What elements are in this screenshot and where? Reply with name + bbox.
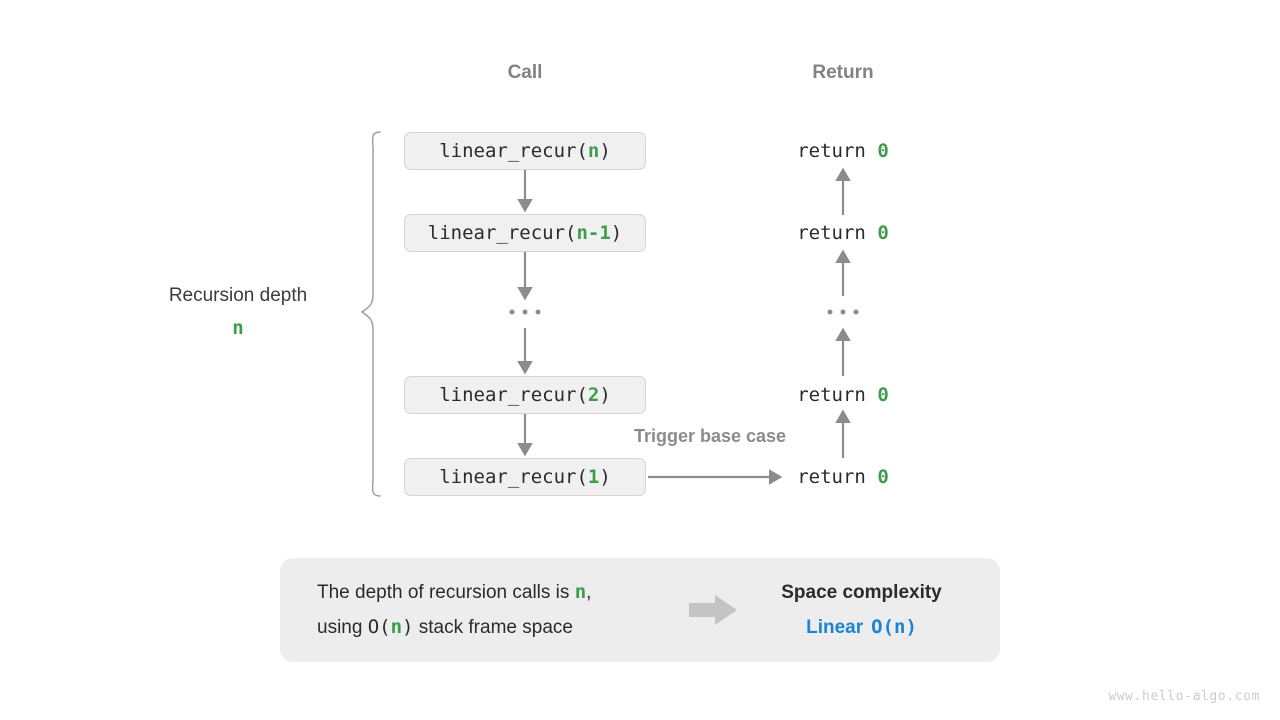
call-frame-arg: 1 <box>587 466 600 488</box>
return-value: 0 <box>877 140 889 162</box>
complexity-word: Linear <box>806 616 864 638</box>
summary-line2-n: n <box>390 616 403 638</box>
return-keyword: return <box>797 384 878 406</box>
summary-line2-tail: stack frame space <box>413 617 573 638</box>
space-complexity-title: Space complexity <box>781 581 942 603</box>
return-value: 0 <box>877 222 889 244</box>
watermark: www.hello-algo.com <box>1108 689 1260 704</box>
summary-line-1: The depth of recursion calls is n, <box>317 575 677 610</box>
call-frame-arg: 2 <box>587 384 600 406</box>
right-block-arrow-icon <box>683 593 743 627</box>
summary-line1-tail: , <box>586 582 592 603</box>
summary-line2-bigo: O( <box>367 616 391 638</box>
call-frame-box[interactable]: linear_recur(n) <box>404 132 646 170</box>
call-ellipsis <box>509 309 541 315</box>
call-frame-suffix: ) <box>610 222 623 244</box>
call-frame-suffix: ) <box>599 466 611 488</box>
call-frame-arg: n <box>587 140 600 162</box>
summary-line1-text: The depth of recursion calls is <box>317 582 575 603</box>
recursion-depth-value: n <box>232 317 244 339</box>
return-ellipsis <box>827 309 859 315</box>
return-keyword: return <box>797 466 878 488</box>
summary-description: The depth of recursion calls is n, using… <box>317 575 677 645</box>
call-frame-prefix: linear_recur( <box>439 140 588 162</box>
return-value: 0 <box>877 384 889 406</box>
ellipsis-dot <box>840 309 846 315</box>
call-frame-box[interactable]: linear_recur(1) <box>404 458 646 496</box>
call-frame-suffix: ) <box>599 140 611 162</box>
summary-line2-paren: ) <box>402 616 414 638</box>
space-complexity-result: Linear O(n) <box>747 616 976 639</box>
return-keyword: return <box>797 222 878 244</box>
return-statement: return 0 <box>797 222 889 244</box>
ellipsis-dot <box>853 309 859 315</box>
call-frame-arg: n-1 <box>576 222 611 244</box>
recursion-depth-label: Recursion depth n <box>169 285 307 339</box>
ellipsis-dot <box>509 309 515 315</box>
call-frame-prefix: linear_recur( <box>427 222 577 244</box>
call-frame-prefix: linear_recur( <box>439 466 588 488</box>
trigger-base-case-label: Trigger base case <box>633 426 787 446</box>
return-statement: return 0 <box>797 466 889 488</box>
summary-panel: The depth of recursion calls is n, using… <box>280 558 1000 662</box>
summary-line2-text: using <box>317 617 368 638</box>
recursion-depth-brace <box>360 131 381 497</box>
column-header-return: Return <box>812 62 874 83</box>
return-keyword: return <box>797 140 878 162</box>
complexity-expression: O(n) <box>871 615 917 638</box>
ellipsis-dot <box>522 309 528 315</box>
recursion-depth-text: Recursion depth <box>168 285 308 306</box>
call-frame-prefix: linear_recur( <box>439 384 588 406</box>
call-frame-box[interactable]: linear_recur(2) <box>404 376 646 414</box>
column-header-call: Call <box>507 62 543 83</box>
ellipsis-dot <box>827 309 833 315</box>
call-frame-suffix: ) <box>599 384 611 406</box>
call-frame-box[interactable]: linear_recur(n-1) <box>404 214 646 252</box>
summary-conclusion: Space complexity Linear O(n) <box>747 582 976 639</box>
return-value: 0 <box>877 466 889 488</box>
ellipsis-dot <box>535 309 541 315</box>
return-statement: return 0 <box>797 384 889 406</box>
summary-line-2: using O(n) stack frame space <box>317 610 677 645</box>
summary-line1-n: n <box>574 581 587 603</box>
return-statement: return 0 <box>797 140 889 162</box>
